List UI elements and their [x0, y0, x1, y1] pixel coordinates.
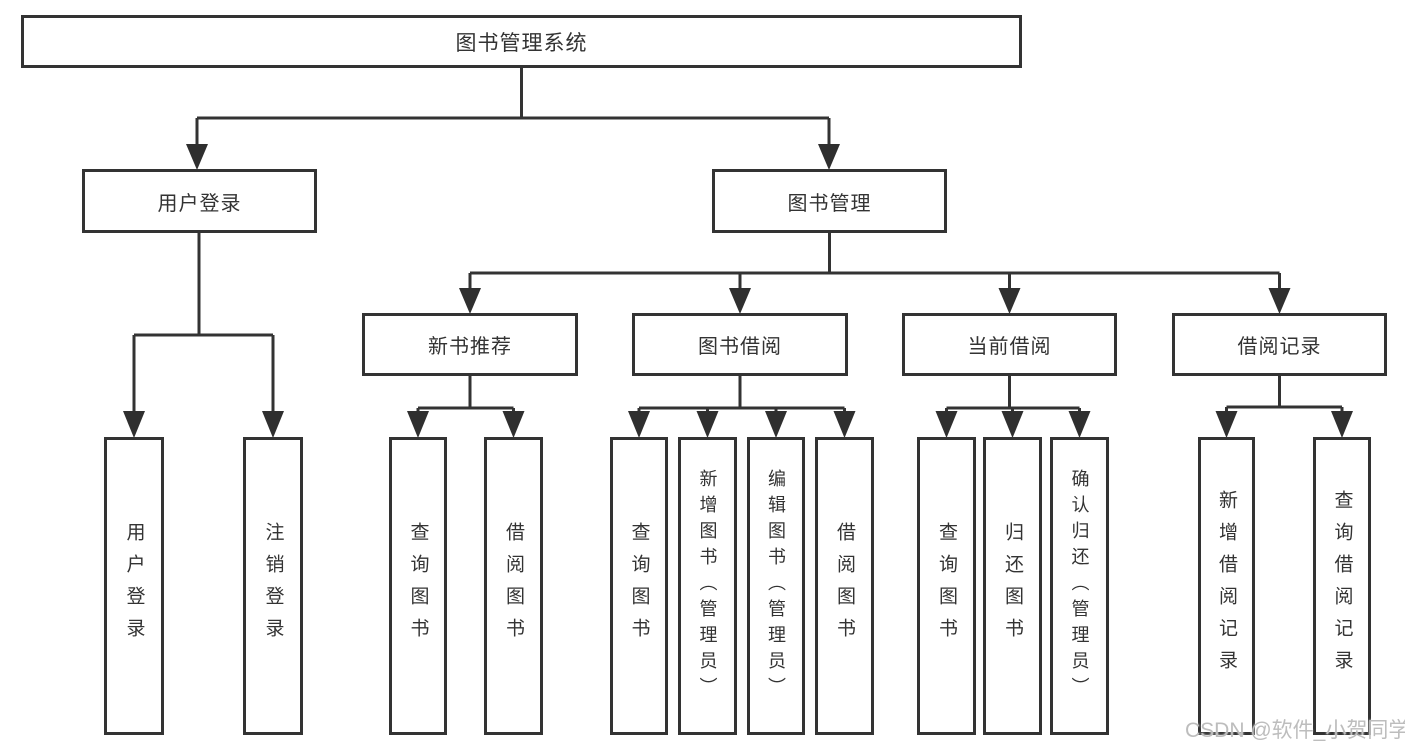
node-current-borrow: 当前借阅: [902, 313, 1117, 376]
leaf-query-books-2: 查询图书: [610, 437, 668, 735]
node-label: 新书推荐: [428, 336, 512, 358]
connector-currentborrow-to-leaves: [945, 376, 1081, 414]
node-label: 归还图书: [1002, 522, 1023, 650]
node-label: 图书借阅: [698, 336, 782, 358]
node-label: 借阅记录: [1237, 336, 1322, 358]
node-label: 编辑图书（管理员）: [766, 469, 786, 703]
node-user-login: 用户登录: [82, 169, 317, 233]
node-label: 查询图书: [936, 522, 957, 650]
connector-userlogin-to-leaves: [132, 233, 275, 413]
arrowhead: [186, 144, 208, 170]
node-label: 当前借阅: [967, 336, 1052, 358]
arrowhead: [935, 411, 958, 438]
node-label: 用户登录: [157, 192, 242, 215]
node-label: 注销登录: [262, 522, 284, 650]
arrowhead: [729, 288, 751, 314]
arrowhead: [1068, 411, 1091, 438]
node-book-borrow: 图书借阅: [632, 313, 848, 376]
node-label: 新增图书（管理员）: [697, 469, 718, 703]
leaf-return-books: 归还图书: [983, 437, 1042, 735]
node-label: 查询图书: [407, 522, 429, 650]
leaf-logout: 注销登录: [243, 437, 303, 735]
arrowhead: [1268, 288, 1291, 314]
node-borrow-records: 借阅记录: [1172, 313, 1387, 376]
arrowhead: [407, 411, 429, 438]
arrowhead: [1001, 411, 1024, 438]
node-label: 用户登录: [123, 522, 145, 650]
leaf-user-login: 用户登录: [104, 437, 164, 735]
leaf-borrow-books-2: 借阅图书: [815, 437, 874, 735]
node-new-book-recommend: 新书推荐: [362, 313, 578, 376]
leaf-confirm-return-admin: 确认归还（管理员）: [1050, 437, 1109, 735]
connector-bookmgmt-to-level3: [468, 233, 1281, 290]
leaf-query-books-3: 查询图书: [917, 437, 976, 735]
arrowhead: [262, 411, 284, 438]
arrowhead: [1215, 411, 1238, 438]
node-book-management: 图书管理: [712, 169, 947, 233]
connector-newbook-to-leaves: [416, 376, 515, 414]
node-label: 图书管理: [787, 192, 872, 215]
node-label: 借阅图书: [834, 522, 855, 650]
connector-root-to-level2: [195, 68, 831, 146]
csdn-watermark: CSDN @软件_小贺同学: [1185, 719, 1405, 742]
connector-borrowrecords-to-leaves: [1225, 376, 1344, 414]
node-label: 借阅图书: [503, 522, 524, 650]
node-label: 查询借阅记录: [1331, 490, 1353, 682]
leaf-add-borrow-record: 新增借阅记录: [1198, 437, 1255, 735]
node-label: 查询图书: [628, 522, 650, 650]
leaf-query-borrow-record: 查询借阅记录: [1313, 437, 1371, 735]
leaf-query-books-1: 查询图书: [389, 437, 447, 735]
arrowhead: [459, 288, 481, 314]
node-library-management-system: 图书管理系统: [21, 15, 1022, 68]
leaf-borrow-books-1: 借阅图书: [484, 437, 543, 735]
arrowhead: [998, 288, 1021, 314]
arrowhead: [696, 411, 719, 438]
arrowhead: [818, 144, 840, 170]
arrowhead: [765, 411, 787, 438]
leaf-add-books-admin: 新增图书（管理员）: [678, 437, 737, 735]
arrowhead: [628, 411, 650, 438]
connector-bookborrow-to-leaves: [637, 376, 846, 414]
arrowhead: [502, 411, 525, 438]
node-label: 图书管理系统: [455, 31, 588, 55]
leaf-edit-books-admin: 编辑图书（管理员）: [747, 437, 805, 735]
arrowhead: [123, 411, 145, 438]
arrowhead: [1331, 411, 1353, 438]
node-label: 确认归还（管理员）: [1069, 469, 1090, 703]
arrowhead: [833, 411, 856, 438]
node-label: 新增借阅记录: [1216, 490, 1237, 682]
